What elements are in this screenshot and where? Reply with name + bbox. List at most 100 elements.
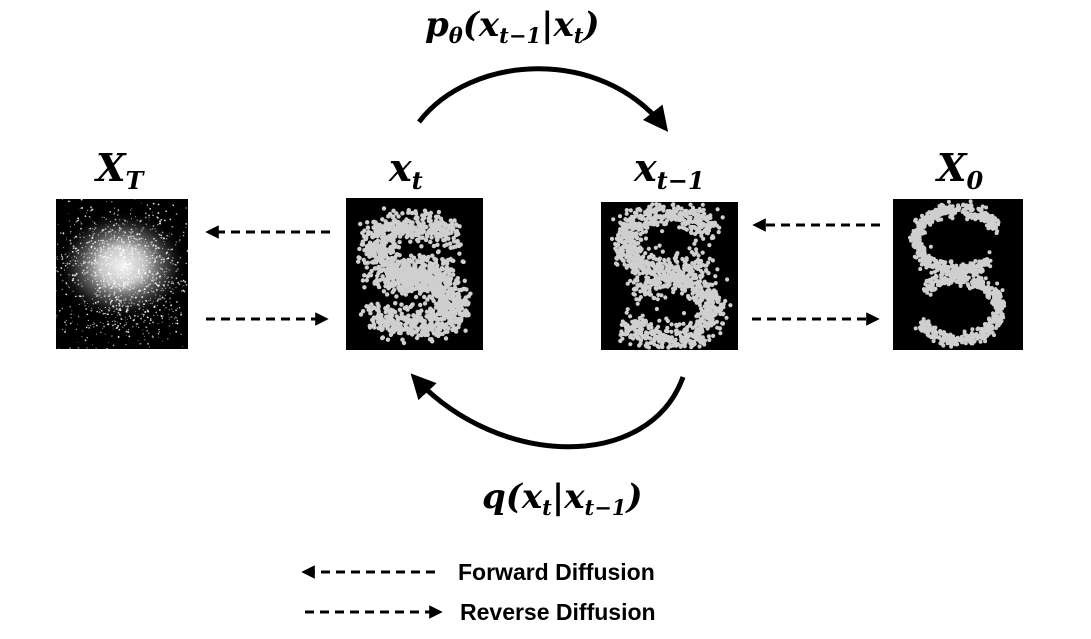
particle (361, 257, 366, 263)
particle (988, 258, 993, 263)
particle (914, 255, 919, 260)
panel-xT (56, 199, 188, 349)
particle (142, 269, 145, 272)
particle (451, 324, 456, 329)
particle (106, 256, 109, 259)
particle (81, 336, 83, 338)
particle (666, 276, 671, 281)
particle (960, 209, 965, 214)
particle (168, 269, 170, 271)
particle (688, 267, 694, 272)
particle (440, 331, 445, 337)
particle (113, 293, 115, 296)
particle (102, 274, 104, 276)
particle (419, 308, 424, 313)
particle (360, 278, 366, 283)
particle (382, 318, 387, 324)
particle (120, 285, 123, 287)
particle (94, 226, 97, 229)
particle (165, 210, 168, 213)
particle (81, 297, 83, 299)
particle (84, 261, 86, 264)
particle (449, 267, 454, 272)
particle (113, 212, 116, 215)
particle (444, 264, 449, 270)
particle (153, 279, 155, 281)
particle (81, 247, 83, 249)
particle (155, 311, 158, 314)
particle (450, 327, 455, 333)
particle (381, 267, 386, 272)
particle (660, 264, 665, 270)
particle (143, 279, 145, 282)
particle (168, 316, 170, 318)
particle (697, 344, 702, 349)
particle (139, 273, 141, 275)
particle (717, 326, 723, 331)
particle (413, 278, 418, 284)
particle (101, 242, 104, 244)
particle (56, 317, 57, 319)
particle (456, 308, 462, 314)
particle (375, 281, 380, 286)
particle (427, 214, 433, 219)
particle (69, 347, 71, 349)
particle (403, 270, 408, 275)
particle (89, 245, 91, 247)
particle (105, 295, 107, 297)
particle (424, 211, 430, 216)
particle (123, 266, 126, 269)
particle (122, 277, 124, 280)
particle (123, 281, 125, 284)
particle (131, 248, 133, 250)
particle (118, 313, 121, 316)
particle (115, 222, 118, 225)
particle (413, 209, 418, 214)
particle (455, 238, 460, 244)
particle (119, 254, 122, 257)
particle (157, 223, 159, 226)
particle (621, 245, 626, 250)
particle (439, 265, 445, 271)
particle (171, 225, 174, 228)
particle (93, 326, 95, 328)
particle (392, 273, 397, 278)
particle (640, 258, 645, 263)
particle (125, 273, 128, 276)
particle (150, 241, 152, 243)
particle (110, 290, 112, 292)
particle (66, 256, 69, 258)
particle (171, 259, 174, 262)
particle (995, 281, 1000, 286)
particle (73, 255, 76, 258)
particle (151, 273, 154, 275)
particle (119, 289, 122, 292)
particle (80, 199, 83, 201)
particle (137, 270, 140, 273)
particle (92, 221, 94, 223)
particle (155, 256, 158, 258)
particle (161, 268, 163, 270)
particle (180, 333, 182, 335)
particle (161, 288, 163, 290)
particle (129, 242, 131, 244)
particle (185, 283, 188, 286)
particle (135, 228, 137, 230)
particle (134, 259, 136, 261)
particle (633, 214, 638, 219)
particle (704, 267, 709, 273)
particle (124, 326, 125, 327)
particle (410, 259, 415, 264)
particle (78, 303, 80, 306)
particle (161, 231, 164, 234)
particle (84, 280, 86, 282)
particle (95, 274, 97, 277)
particle (650, 332, 655, 337)
particle (405, 289, 411, 294)
particle (132, 223, 134, 226)
particle (641, 254, 646, 259)
particle (654, 202, 659, 207)
top-formula-fn-sub: θ (449, 23, 463, 48)
particle (442, 243, 447, 248)
particle (95, 293, 97, 295)
